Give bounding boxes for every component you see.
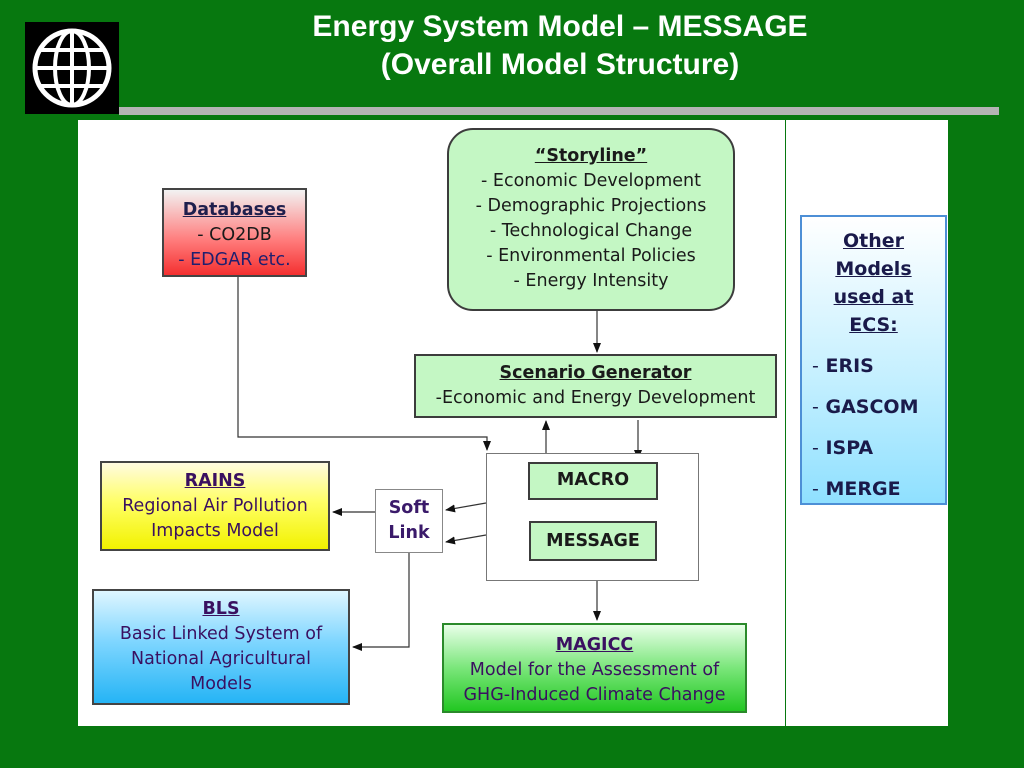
other-models-item-label: GASCOM: [825, 396, 919, 418]
other-models-heading-line: used at: [833, 286, 914, 308]
bullet-dash: -: [812, 355, 819, 377]
soft-link-line2: Link: [388, 523, 430, 543]
other-models-item-label: ISPA: [825, 437, 874, 459]
other-models-item-label: ERIS: [825, 355, 874, 377]
storyline-item: - Technological Change: [489, 221, 693, 241]
bls-line: Models: [190, 674, 252, 694]
other-models-heading-line: Models: [835, 258, 912, 280]
storyline-box: “Storyline” - Economic Development - Dem…: [447, 128, 735, 311]
arrow-model-to-softlink-upper: [445, 502, 487, 513]
bls-box: BLS Basic Linked System of National Agri…: [92, 589, 350, 705]
rains-box: RAINS Regional Air Pollution Impacts Mod…: [100, 461, 330, 551]
message-box: MESSAGE: [529, 521, 657, 561]
rains-line: Regional Air Pollution: [122, 496, 308, 516]
databases-heading: Databases: [182, 200, 287, 220]
other-models-heading: Other Models used at ECS:: [802, 227, 945, 339]
slide-title: Energy System Model – MESSAGE (Overall M…: [150, 8, 970, 84]
magicc-line: Model for the Assessment of: [469, 660, 720, 680]
slide-title-line2: (Overall Model Structure): [380, 48, 740, 81]
databases-item: - CO2DB: [197, 225, 272, 245]
bls-heading: BLS: [202, 599, 240, 619]
storyline-heading: “Storyline”: [534, 146, 648, 166]
databases-box: Databases - CO2DB - EDGAR etc.: [162, 188, 307, 277]
world-bank-logo: [25, 22, 119, 114]
soft-link-box: Soft Link: [375, 489, 443, 553]
title-divider: [119, 107, 999, 115]
other-models-item-label: MERGE: [825, 478, 901, 500]
other-models-heading-line: ECS:: [849, 314, 898, 336]
storyline-item: - Energy Intensity: [513, 271, 669, 291]
storyline-item: - Demographic Projections: [475, 196, 707, 216]
macro-label: MACRO: [556, 470, 630, 490]
bls-line: Basic Linked System of: [119, 624, 323, 644]
storyline-item: - Environmental Policies: [486, 246, 696, 266]
arrow-softlink-to-bls: [352, 553, 410, 651]
scenario-generator-box: Scenario Generator -Economic and Energy …: [414, 354, 777, 418]
macro-box: MACRO: [528, 462, 658, 500]
other-models-box: Other Models used at ECS: - ERIS - GASCO…: [800, 215, 947, 505]
magicc-heading: MAGICC: [555, 635, 634, 655]
databases-item: - EDGAR etc.: [178, 250, 291, 270]
message-label: MESSAGE: [546, 531, 640, 551]
rains-heading: RAINS: [184, 471, 246, 491]
other-models-item: - ERIS: [802, 353, 945, 380]
magicc-box: MAGICC Model for the Assessment of GHG-I…: [442, 623, 747, 713]
other-models-item: - MERGE: [802, 476, 945, 503]
scenario-generator-text: -Economic and Energy Development: [435, 388, 756, 408]
arrow-databases-to-model: [237, 277, 491, 451]
other-models-item: - GASCOM: [802, 394, 945, 421]
bullet-dash: -: [812, 478, 819, 500]
storyline-item: - Economic Development: [481, 171, 701, 191]
scenario-generator-heading: Scenario Generator: [499, 363, 692, 383]
other-models-heading-line: Other: [842, 230, 905, 252]
bullet-dash: -: [812, 396, 819, 418]
bls-line: National Agricultural: [131, 649, 311, 669]
slide-title-line1: Energy System Model – MESSAGE: [312, 10, 808, 43]
globe-grid-icon: [32, 28, 112, 108]
arrow-model-to-softlink-lower: [445, 534, 487, 545]
other-models-item: - ISPA: [802, 435, 945, 462]
magicc-line: GHG-Induced Climate Change: [463, 685, 726, 705]
bullet-dash: -: [812, 437, 819, 459]
rains-line: Impacts Model: [151, 521, 279, 541]
soft-link-line1: Soft: [388, 498, 430, 518]
